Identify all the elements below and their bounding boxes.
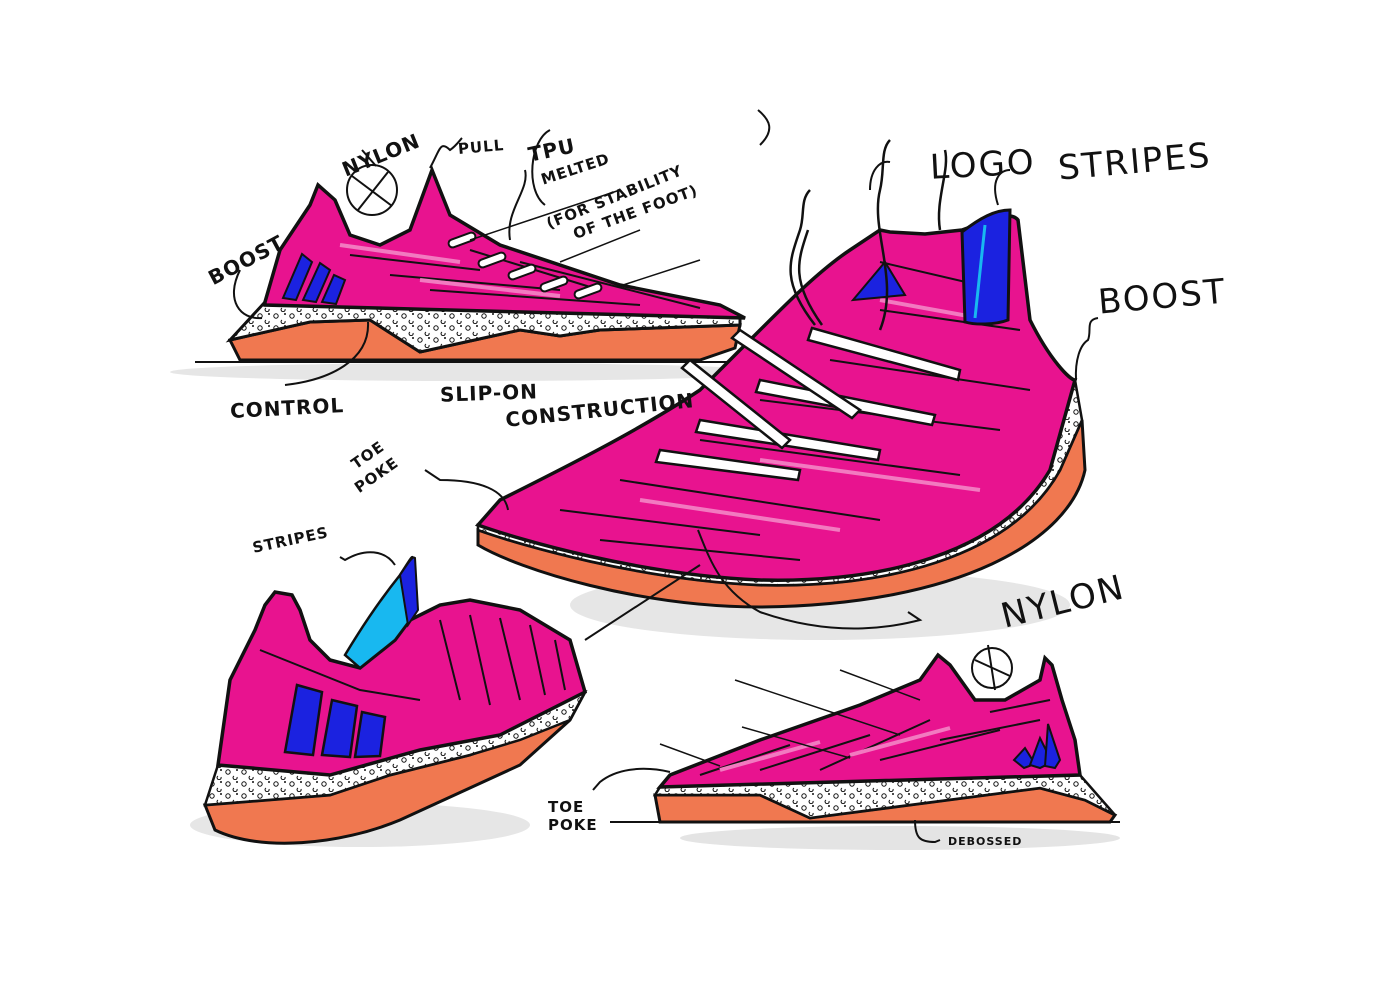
annotation-debossed: DEBOSSED — [948, 835, 1023, 848]
annotation-slip-on-line1: SLIP-ON — [439, 379, 539, 407]
three-stripes-logo — [1012, 723, 1062, 770]
side-view-bottom-right — [592, 644, 1120, 850]
upper — [263, 165, 746, 320]
rear-three-quarter-view — [190, 551, 701, 847]
three-stripes-logo — [283, 683, 387, 759]
tongue-logo — [850, 260, 907, 302]
callout-leaders — [424, 160, 1099, 630]
annotation-pull: PULL — [457, 136, 505, 158]
three-stripes-logo — [281, 252, 347, 306]
upper-hatching — [259, 614, 566, 706]
laces — [447, 231, 603, 300]
upper-highlight — [719, 726, 951, 772]
heel-stripe-accent — [973, 224, 987, 319]
nylon-pull-loop — [346, 164, 398, 216]
upper-hatching — [699, 699, 1051, 776]
ground-shadow — [680, 826, 1120, 850]
callout-leaders — [339, 551, 701, 641]
callout-leaders — [592, 767, 941, 844]
side-view-top-left — [170, 109, 771, 386]
speed-lines — [469, 189, 701, 287]
upper-highlight — [339, 243, 561, 298]
three-quarter-front-view — [424, 139, 1099, 640]
nylon-pull-loop — [971, 644, 1013, 691]
annotation-boost-midsole: BOOST — [1096, 271, 1229, 323]
annotation-logo: LOGO — [929, 142, 1037, 188]
upper-hatching — [349, 249, 701, 309]
laces — [654, 326, 962, 482]
annotation-toe-poke-bottom-line2: POKE — [548, 816, 598, 834]
annotation-control: CONTROL — [229, 393, 345, 423]
lace-loops — [789, 139, 948, 331]
annotation-toe-poke-bottom-line1: TOE — [548, 798, 585, 816]
heel-stripes-tab — [960, 208, 1012, 326]
ground-shadow — [170, 363, 770, 381]
heel-stripes-tab — [398, 556, 420, 628]
speed-lines — [659, 669, 921, 767]
callout-leaders — [233, 109, 771, 386]
